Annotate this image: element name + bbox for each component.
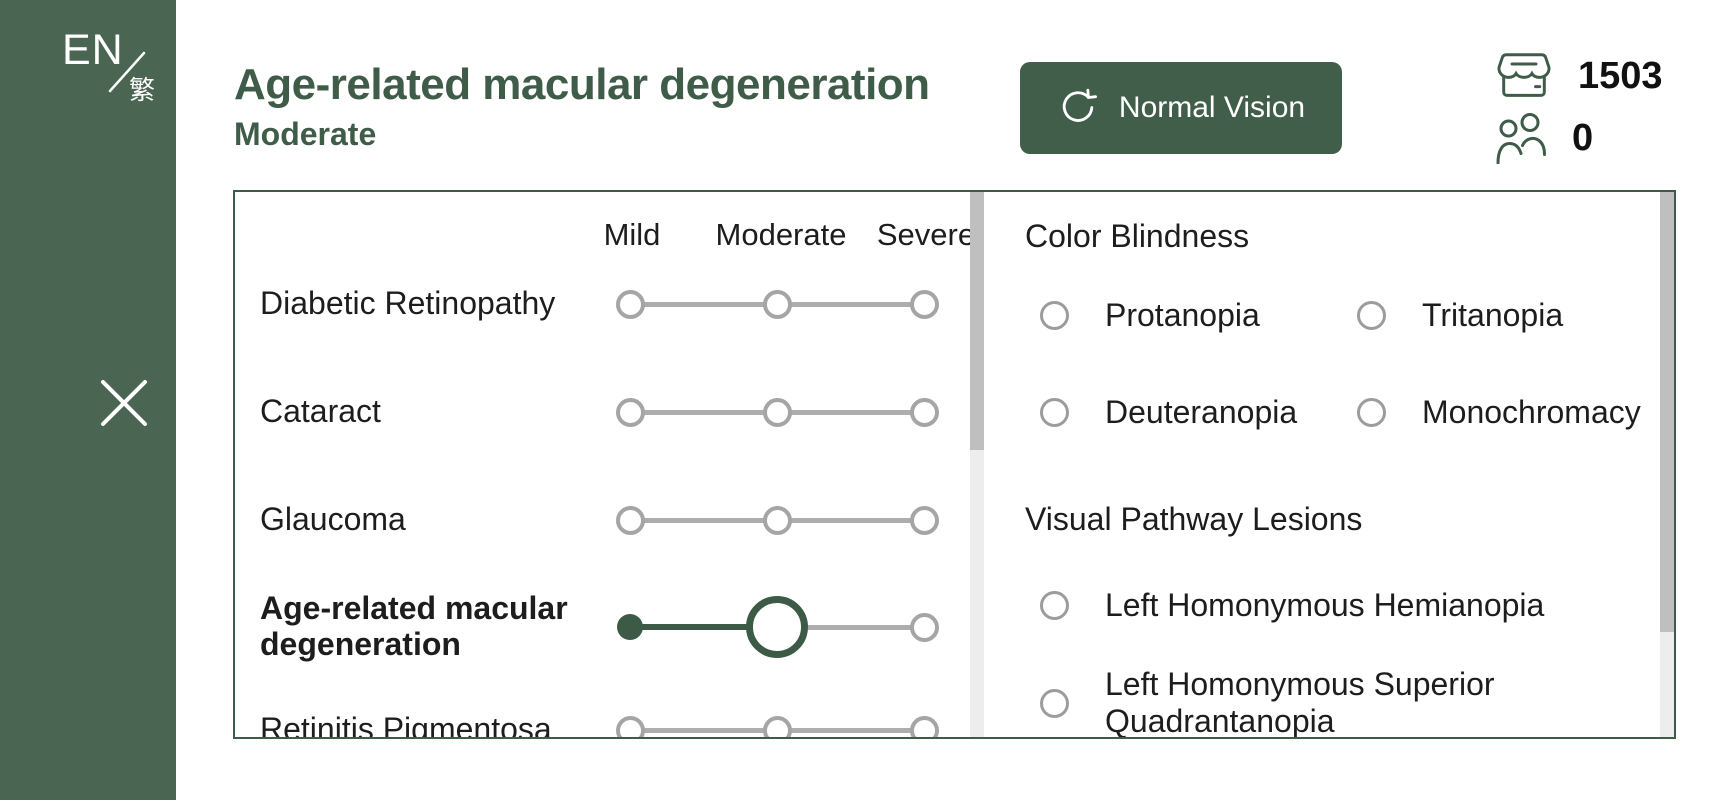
language-slash-icon	[106, 50, 148, 94]
slider-track-active	[630, 624, 777, 630]
disease-label: Glaucoma	[260, 501, 406, 538]
option-left-homonymous-hemianopia[interactable]: Left Homonymous Hemianopia	[1040, 585, 1544, 625]
slider-node-mild[interactable]	[615, 505, 645, 535]
language-secondary-label: 繁	[129, 75, 156, 105]
color-blindness-title: Color Blindness	[1025, 218, 1250, 254]
disease-label: Cataract	[260, 393, 381, 430]
option-protanopia[interactable]: Protanopia	[1040, 295, 1260, 335]
right-column-scrollbar-thumb[interactable]	[1660, 192, 1674, 632]
slider-node-mild[interactable]	[615, 397, 645, 427]
language-primary-label: EN	[62, 26, 124, 74]
radio-icon[interactable]	[1357, 300, 1386, 330]
right-column-scrollbar[interactable]	[1660, 192, 1674, 737]
option-deuteranopia[interactable]: Deuteranopia	[1040, 392, 1297, 432]
diseases-scrollbar[interactable]	[970, 192, 984, 737]
radio-icon[interactable]	[1040, 590, 1069, 620]
scale-label-severe: Severe	[876, 217, 976, 252]
slider-track	[777, 624, 924, 630]
radio-icon[interactable]	[1040, 397, 1069, 427]
slider-node-mild[interactable]	[617, 614, 643, 640]
page-subtitle: Moderate	[234, 116, 377, 152]
normal-vision-button[interactable]: Normal Vision	[1020, 62, 1342, 154]
scale-label-moderate: Moderate	[715, 217, 847, 252]
normal-vision-label: Normal Vision	[1118, 91, 1306, 124]
option-monochromacy[interactable]: Monochromacy	[1357, 392, 1641, 432]
slider-node-moderate[interactable]	[762, 715, 792, 737]
slider-handle-moderate[interactable]	[746, 596, 808, 658]
close-icon	[93, 372, 155, 434]
radio-icon[interactable]	[1040, 688, 1069, 718]
slider-node-moderate[interactable]	[762, 505, 792, 535]
slider-node-severe[interactable]	[909, 612, 939, 642]
disease-label: Retinitis Pigmentosa	[260, 711, 552, 739]
visual-pathway-lesions-title: Visual Pathway Lesions	[1025, 501, 1363, 537]
page-title: Age-related macular degeneration	[234, 60, 930, 109]
slider-node-moderate[interactable]	[762, 397, 792, 427]
disease-settings-panel: Mild Moderate Severe Diabetic Retinopath…	[233, 190, 1676, 739]
slider-node-severe[interactable]	[909, 289, 939, 319]
slider-node-severe[interactable]	[909, 715, 939, 737]
option-label: Monochromacy	[1422, 393, 1641, 430]
option-label: Left Homonymous Hemianopia	[1105, 586, 1545, 623]
people-count: 0	[1572, 116, 1594, 159]
option-label: Left Homonymous Superior Quadrantanopia	[1105, 666, 1495, 739]
close-panel-button[interactable]	[93, 372, 155, 434]
store-stat: 1503	[1496, 48, 1663, 104]
slider-node-severe[interactable]	[909, 505, 939, 535]
sidebar: EN 繁	[0, 0, 176, 800]
slider-node-severe[interactable]	[909, 397, 939, 427]
store-count: 1503	[1578, 54, 1663, 97]
slider-node-mild[interactable]	[615, 715, 645, 737]
option-label: Deuteranopia	[1105, 393, 1298, 430]
slider-node-moderate[interactable]	[762, 289, 792, 319]
people-stat: 0	[1496, 110, 1663, 166]
diseases-scrollbar-thumb[interactable]	[970, 192, 984, 450]
people-icon	[1496, 112, 1546, 164]
session-stats: 1503 0	[1496, 48, 1663, 166]
reset-icon	[1057, 87, 1099, 129]
radio-icon[interactable]	[1357, 397, 1386, 427]
language-toggle[interactable]: EN 繁	[0, 0, 176, 130]
option-label: Protanopia	[1105, 296, 1260, 333]
option-label: Tritanopia	[1422, 296, 1564, 333]
option-left-homonymous-superior-quadrantanopia[interactable]: Left Homonymous Superior Quadrantanopia	[1040, 661, 1575, 739]
radio-icon[interactable]	[1040, 300, 1069, 330]
disease-label: Diabetic Retinopathy	[260, 285, 556, 322]
disease-label: Age-related macular degeneration	[260, 590, 568, 662]
slider-node-mild[interactable]	[615, 289, 645, 319]
option-tritanopia[interactable]: Tritanopia	[1357, 295, 1563, 335]
storefront-icon	[1496, 52, 1552, 100]
scale-label-mild: Mild	[603, 217, 661, 252]
